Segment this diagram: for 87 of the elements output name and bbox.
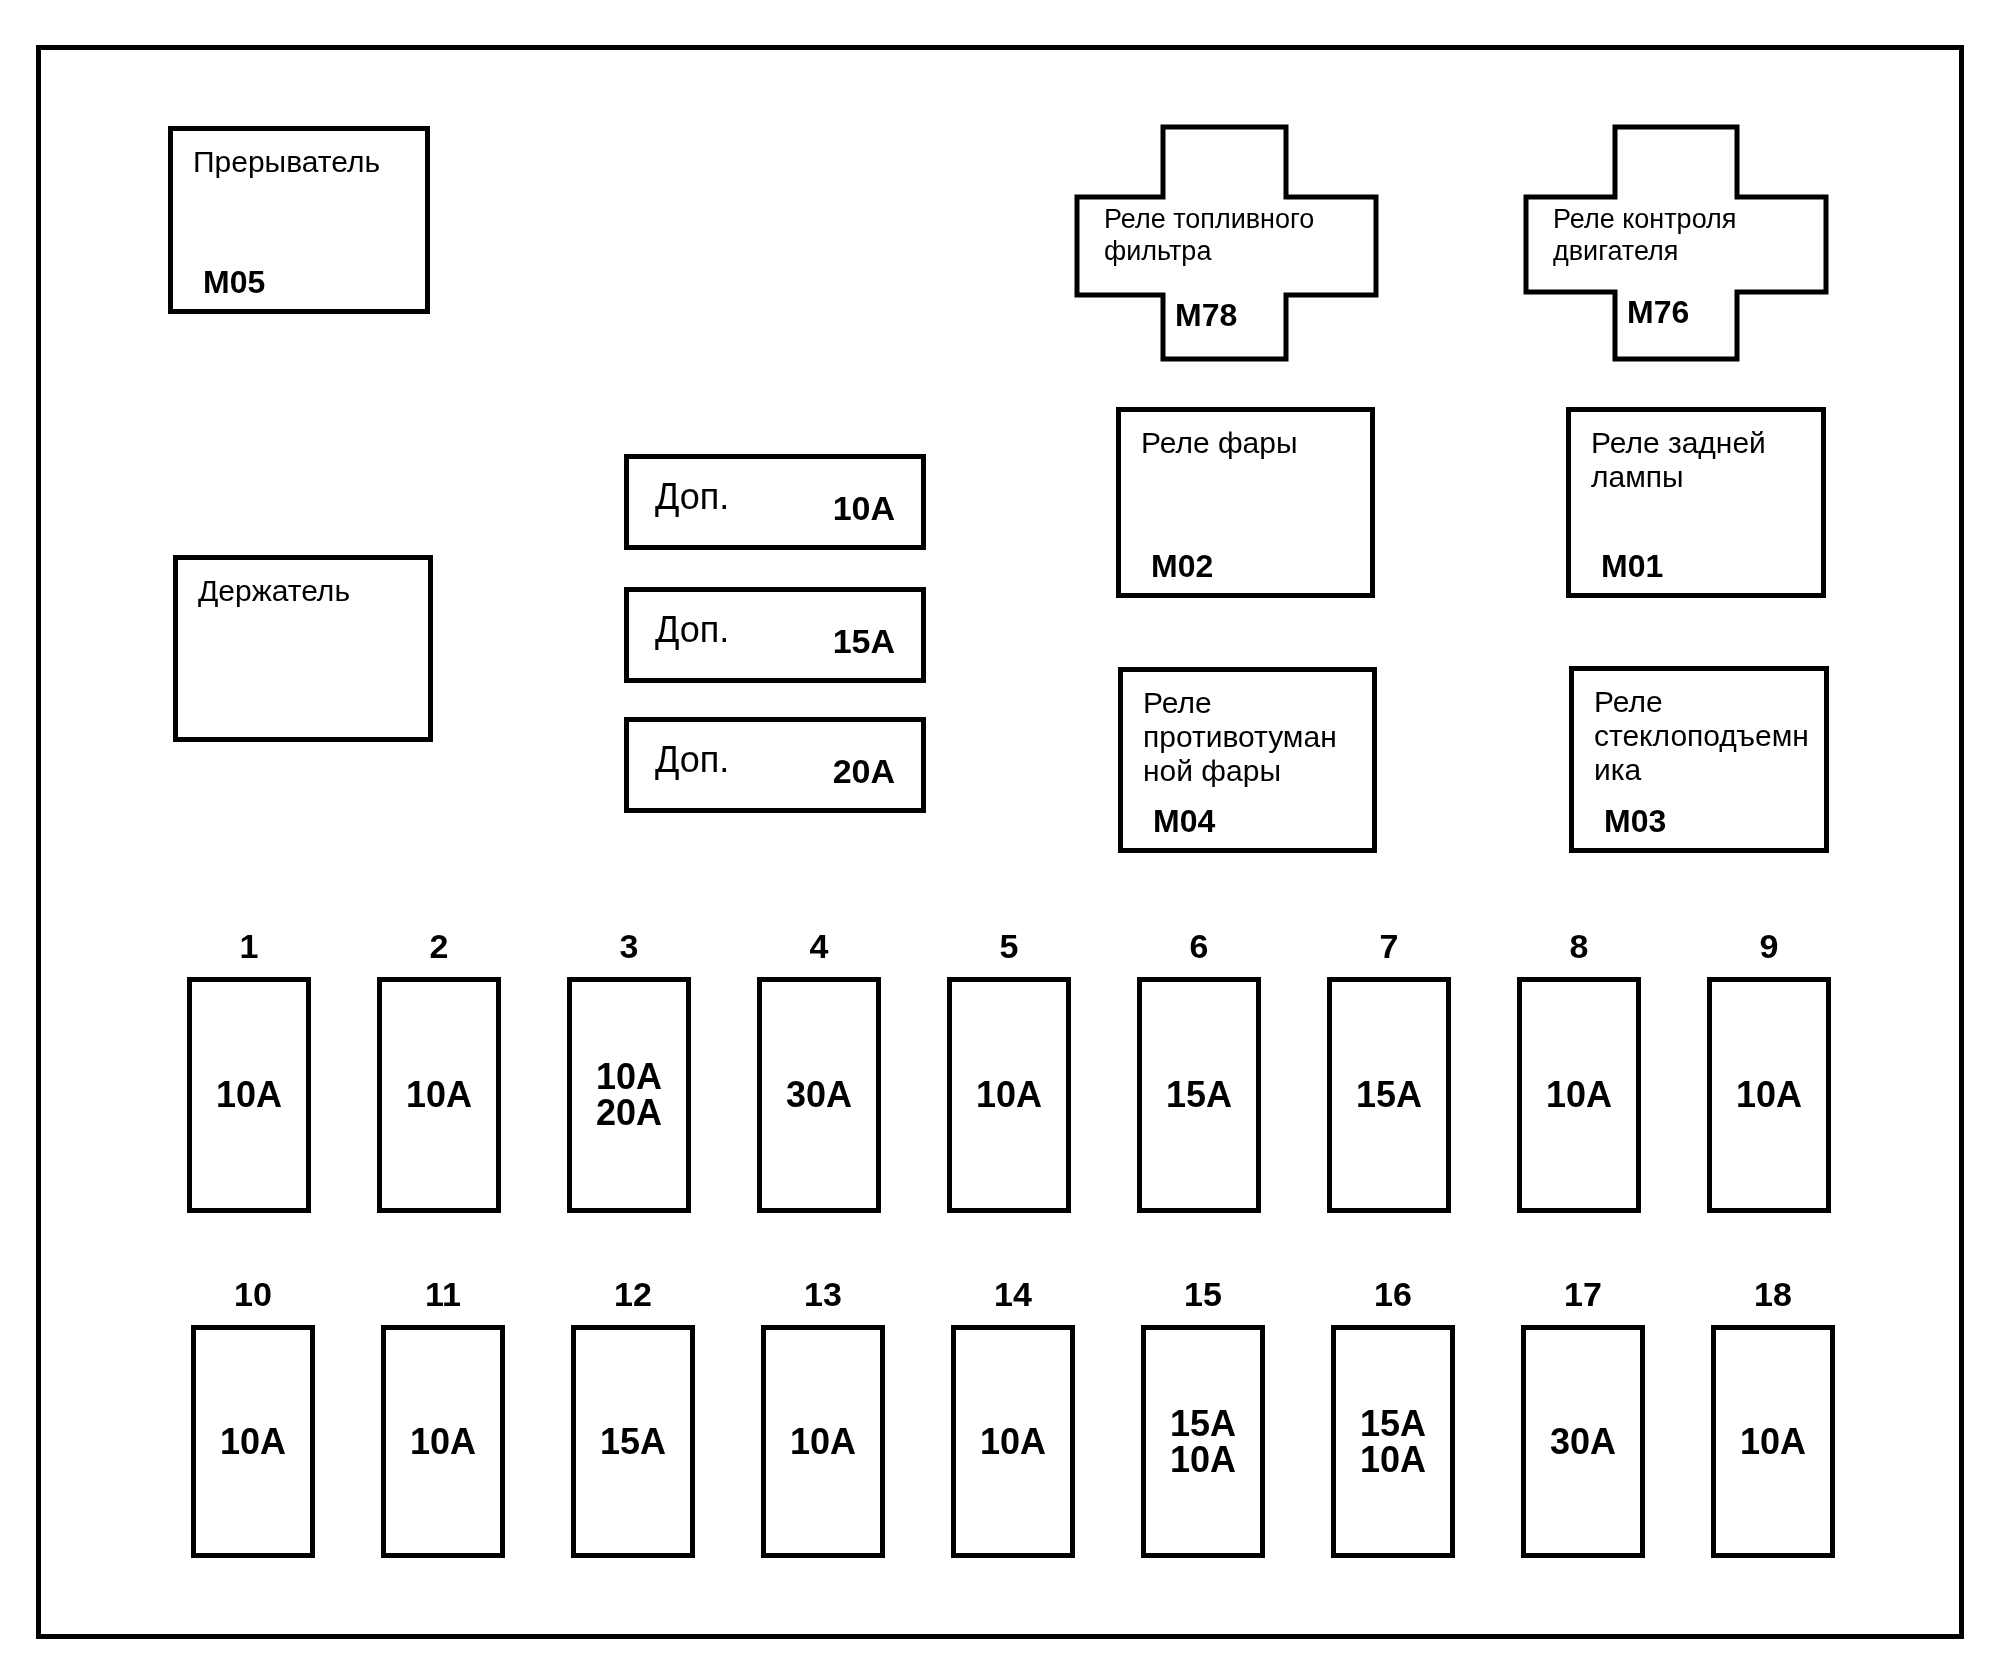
- spare-fuse-label: Доп.: [655, 740, 730, 780]
- fuse-rating: 10A: [1740, 1424, 1807, 1460]
- relay-label: Реле фары: [1141, 426, 1299, 460]
- fuse-slot: [1517, 977, 1641, 1213]
- fuse-rating: 10A: [980, 1424, 1047, 1460]
- fuse-number: 12: [613, 1275, 653, 1314]
- relay-label: Реле контроля двигателя: [1553, 203, 1738, 267]
- relay-label: Реле противотуманной фары: [1143, 686, 1338, 788]
- fuse-number: 17: [1563, 1275, 1603, 1314]
- fuse-number: 10: [233, 1275, 273, 1314]
- fuse-slot: [377, 977, 501, 1213]
- fuse-rating: 15A: [1166, 1077, 1233, 1113]
- fuse-rating: 15A 10A: [1360, 1406, 1427, 1478]
- relay-code: M05: [203, 264, 266, 301]
- fuse-slot: [1141, 1325, 1265, 1558]
- relay-slot: [1116, 407, 1375, 598]
- spare-fuse-slot: [624, 454, 926, 550]
- fuse-slot: [947, 977, 1071, 1213]
- relay-code: M03: [1604, 803, 1667, 840]
- fuse-rating: 10A: [832, 489, 895, 528]
- fuse-number: 6: [1188, 927, 1210, 966]
- spare-fuse-slot: [624, 587, 926, 683]
- relay-slot: [1569, 666, 1829, 853]
- fuse-slot: [1137, 977, 1261, 1213]
- fuse-number: 14: [993, 1275, 1033, 1314]
- fuse-rating: 20A: [832, 752, 895, 791]
- fuse-rating: 10A: [1736, 1077, 1803, 1113]
- fuse-number: 11: [424, 1275, 462, 1314]
- relay-label: Держатель: [198, 574, 351, 608]
- fuse-rating: 30A: [1550, 1424, 1617, 1460]
- fuse-slot: [951, 1325, 1075, 1558]
- relay-label: Прерыватель: [193, 145, 382, 179]
- fuse-rating: 10A: [976, 1077, 1043, 1113]
- fuse-rating: 30A: [786, 1077, 853, 1113]
- relay-code: M04: [1153, 803, 1216, 840]
- relay-slot: [1523, 124, 1829, 362]
- fuse-number: 1: [238, 927, 260, 966]
- fuse-number: 5: [998, 927, 1020, 966]
- fuse-slot: [1707, 977, 1831, 1213]
- fuse-rating: 15A 10A: [1170, 1406, 1237, 1478]
- relay-code: M01: [1601, 548, 1664, 585]
- fuse-rating: 10A: [790, 1424, 857, 1460]
- relay-slot: [1074, 124, 1379, 362]
- fuse-slot: [567, 977, 691, 1213]
- fuse-slot: [1331, 1325, 1455, 1558]
- fuse-slot: [1521, 1325, 1645, 1558]
- fuse-rating: 10A: [1546, 1077, 1613, 1113]
- fuse-rating: 10A: [216, 1077, 283, 1113]
- fuse-number: 7: [1378, 927, 1400, 966]
- fuse-number: 3: [618, 927, 640, 966]
- spare-fuse-slot: [624, 717, 926, 813]
- fuse-rating: 15A: [832, 622, 895, 661]
- spare-fuse-label: Доп.: [655, 610, 730, 650]
- fuse-number: 9: [1758, 927, 1780, 966]
- fuse-number: 2: [428, 927, 450, 966]
- fuse-slot: [187, 977, 311, 1213]
- fuse-number: 16: [1373, 1275, 1413, 1314]
- relay-label: Реле задней лампы: [1591, 426, 1767, 494]
- fuse-number: 13: [803, 1275, 843, 1314]
- relay-code: M76: [1627, 294, 1690, 331]
- fuse-number: 18: [1753, 1275, 1793, 1314]
- relay-code: M02: [1151, 548, 1214, 585]
- fuse-slot: [381, 1325, 505, 1558]
- fuse-rating: 10A: [406, 1077, 473, 1113]
- fuse-slot: [761, 1325, 885, 1558]
- relay-slot: [1566, 407, 1826, 598]
- relay-slot: [1118, 667, 1377, 853]
- fuse-rating: 10A: [410, 1424, 477, 1460]
- fuse-slot: [191, 1325, 315, 1558]
- relay-slot: [168, 126, 430, 314]
- spare-fuse-label: Доп.: [655, 477, 730, 517]
- fuse-number: 15: [1183, 1275, 1223, 1314]
- relay-slot: [173, 555, 433, 742]
- fuse-number: 8: [1568, 927, 1590, 966]
- fuse-slot: [1711, 1325, 1835, 1558]
- fuse-rating: 15A: [1356, 1077, 1423, 1113]
- fuse-rating: 10A: [220, 1424, 287, 1460]
- relay-code: M78: [1175, 297, 1238, 334]
- fuse-rating: 15A: [600, 1424, 667, 1460]
- fuse-number: 4: [808, 927, 830, 966]
- fuse-slot: [757, 977, 881, 1213]
- relay-label: Реле топливного фильтра: [1104, 203, 1316, 267]
- relay-label: Реле стеклоподъемника: [1594, 685, 1809, 787]
- fuse-slot: [1327, 977, 1451, 1213]
- fuse-box-panel: [36, 45, 1964, 1639]
- fuse-rating: 10A 20A: [596, 1059, 663, 1131]
- fuse-slot: [571, 1325, 695, 1558]
